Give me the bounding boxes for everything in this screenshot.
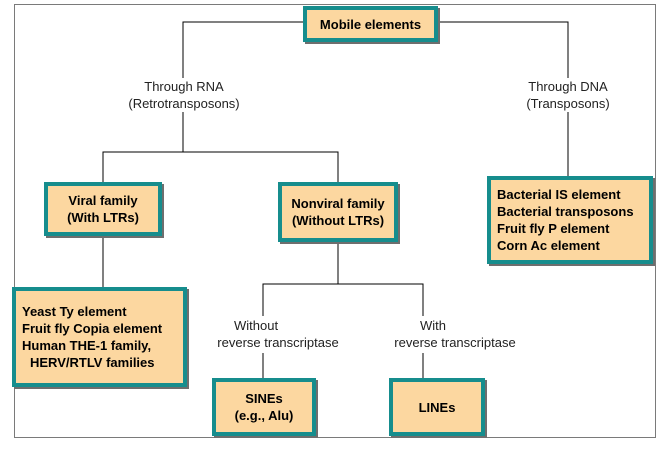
- label-through-dna: Through DNA (Transposons): [510, 78, 626, 112]
- node-viral-family-line1: Viral family: [68, 193, 138, 208]
- connector-rna-split: [102, 151, 339, 182]
- viral-example: Yeast Ty element: [22, 304, 127, 319]
- node-nonviral-family-line1: Nonviral family: [291, 196, 385, 211]
- node-viral-family: Viral family (With LTRs): [44, 182, 162, 236]
- dna-example: Corn Ac element: [497, 238, 600, 253]
- label-through-rna-line2: (Retrotransposons): [128, 96, 240, 111]
- connector-root-rna: [182, 21, 303, 78]
- dna-example: Fruit fly P element: [497, 221, 610, 236]
- label-with-rt: With reverse transcriptase: [380, 317, 530, 351]
- node-lines: LINEs: [389, 378, 485, 436]
- connector-nonviral-split: [262, 283, 424, 316]
- label-through-rna: Through RNA (Retrotransposons): [118, 78, 250, 112]
- label-through-rna-line1: Through RNA: [144, 79, 224, 94]
- dna-example: Bacterial transposons: [497, 204, 634, 219]
- label-through-dna-line1: Through DNA: [528, 79, 608, 94]
- label-without-rt-line2: reverse transcriptase: [217, 335, 339, 350]
- node-mobile-elements: Mobile elements: [303, 6, 438, 42]
- label-with-rt-line2: reverse transcriptase: [394, 335, 516, 350]
- node-mobile-elements-label: Mobile elements: [319, 16, 422, 32]
- node-viral-family-line2: (With LTRs): [67, 210, 139, 225]
- label-with-rt-line1: With: [420, 318, 446, 333]
- node-sines-line1: SINEs: [245, 391, 283, 406]
- node-dna-examples: Bacterial IS element Bacterial transposo…: [487, 176, 653, 264]
- viral-example: Fruit fly Copia element: [22, 321, 163, 336]
- node-nonviral-family: Nonviral family (Without LTRs): [278, 182, 398, 242]
- connector-root-dna: [438, 21, 569, 78]
- dna-example: Bacterial IS element: [497, 187, 621, 202]
- node-nonviral-family-line2: (Without LTRs): [291, 213, 385, 228]
- label-without-rt-line1: Without: [234, 318, 279, 333]
- label-through-dna-line2: (Transposons): [526, 96, 610, 111]
- node-sines-line2: (e.g., Alu): [234, 408, 294, 423]
- viral-example: HERV/RTLV families: [30, 355, 155, 370]
- node-viral-examples: Yeast Ty element Fruit fly Copia element…: [12, 287, 187, 387]
- node-sines: SINEs (e.g., Alu): [212, 378, 316, 436]
- label-without-rt: Without reverse transcriptase: [203, 317, 353, 351]
- node-lines-label: LINEs: [418, 399, 456, 415]
- diagram-frame: [14, 4, 656, 438]
- viral-example: Human THE-1 family,: [22, 338, 152, 353]
